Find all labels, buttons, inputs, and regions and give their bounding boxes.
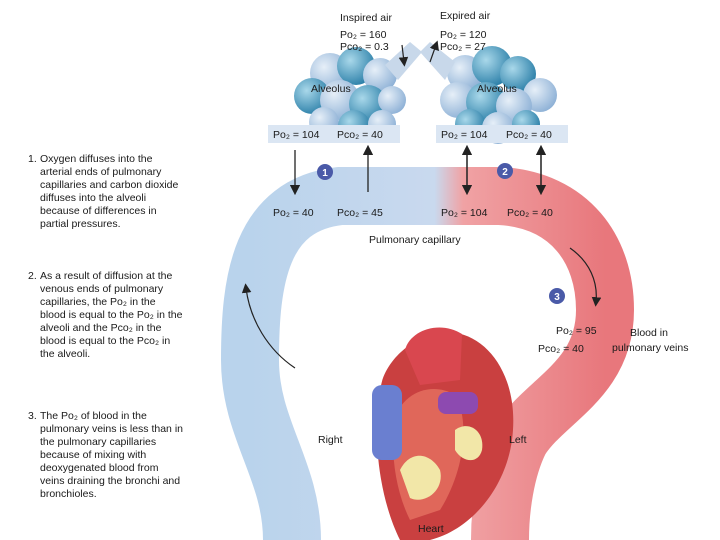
veins-po2: Po₂ = 95 <box>556 325 597 337</box>
expired-air-po2: Po₂ = 120 <box>440 29 487 41</box>
veins-label-line1: Blood in <box>630 327 668 339</box>
step-marker-3-label: 3 <box>554 292 560 303</box>
step-marker-2: 2 <box>497 163 513 179</box>
expired-air-title: Expired air <box>440 10 491 22</box>
pulmonary-capillary-vessel <box>220 167 635 540</box>
airway-right <box>420 42 455 80</box>
flow-arrow-veins <box>569 247 602 307</box>
alveolus-left-label: Alveolus <box>311 83 351 95</box>
heart-label: Heart <box>418 523 444 535</box>
step-marker-3: 3 <box>549 288 565 304</box>
heart-illustration <box>372 327 514 540</box>
expired-air-arrow <box>429 40 439 63</box>
inspired-air-title: Inspired air <box>340 12 392 24</box>
step-1-text: Oxygen diffuses into the arterial ends o… <box>40 153 179 230</box>
alveolus-right-pco2: Pco₂ = 40 <box>506 129 552 141</box>
step-marker-1: 1 <box>317 164 333 180</box>
inspired-air-pco2: Pco₂ = 0.3 <box>340 41 389 53</box>
step-2-text: As a result of diffusion at the venous e… <box>40 270 183 360</box>
veins-label-line2: pulmonary veins <box>612 342 688 354</box>
pulmonary-capillary-label: Pulmonary capillary <box>369 234 461 246</box>
step-3-number: 3. <box>28 410 37 422</box>
inspired-air-po2: Po₂ = 160 <box>340 29 387 41</box>
alveolus-right-po2: Po₂ = 104 <box>441 129 488 141</box>
alveolus-left-po2: Po₂ = 104 <box>273 129 320 141</box>
heart-right-label: Right <box>318 434 343 446</box>
capillary-right-po2: Po₂ = 104 <box>441 207 488 219</box>
expired-air-pco2: Pco₂ = 27 <box>440 41 486 53</box>
inspired-air-arrow <box>398 44 409 67</box>
alveolus-left-pco2: Pco₂ = 40 <box>337 129 383 141</box>
alveolus-right-label: Alveolus <box>477 83 517 95</box>
heart-left-label: Left <box>509 434 527 446</box>
capillary-right-pco2: Pco₂ = 40 <box>507 207 553 219</box>
capillary-left-po2: Po₂ = 40 <box>273 207 314 219</box>
step-1-number: 1. <box>28 153 37 165</box>
step-marker-2-label: 2 <box>502 167 508 178</box>
step-2: 2. As a result of diffusion at the venou… <box>28 270 183 361</box>
alveolus-right-pressure-box <box>436 125 568 143</box>
step-2-number: 2. <box>28 270 37 282</box>
capillary-left-pco2: Pco₂ = 45 <box>337 207 383 219</box>
alveolus-left-pressure-box <box>268 125 400 143</box>
step-marker-1-label: 1 <box>322 168 328 179</box>
step-3: 3. The Po₂ of blood in the pulmonary vei… <box>28 410 183 501</box>
veins-pco2: Pco₂ = 40 <box>538 343 584 355</box>
step-1: 1. Oxygen diffuses into the arterial end… <box>28 153 183 231</box>
step-3-text: The Po₂ of blood in the pulmonary veins … <box>40 410 183 500</box>
flow-arrow-arteries <box>241 283 296 369</box>
